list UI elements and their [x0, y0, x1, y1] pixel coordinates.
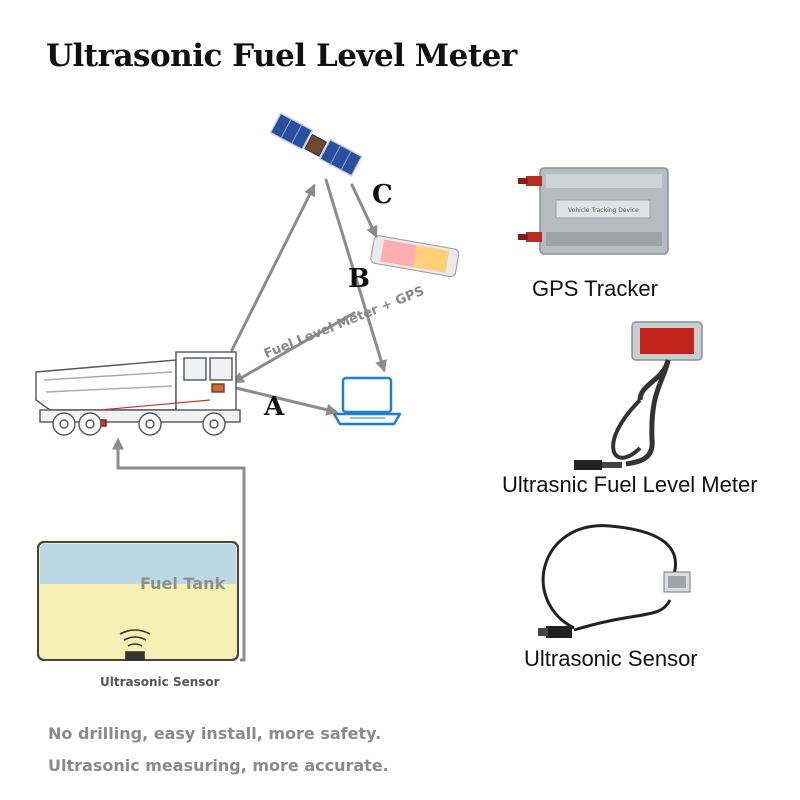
- gps-tracker-device-image: Vehicle Tracking Device: [518, 167, 669, 255]
- truck-to-laptop-arrow: [234, 386, 339, 416]
- tank-sensor-label: Ultrasonic Sensor: [100, 675, 220, 689]
- feature-line-2: Ultrasonic measuring, more accurate.: [48, 756, 389, 775]
- ultrasonic-wave-icon: [119, 629, 151, 661]
- fuel-tank: [37, 541, 239, 661]
- fuel-level-meter-label: Ultrasnic Fuel Level Meter: [502, 472, 758, 497]
- feature-line-1: No drilling, easy install, more safety.: [48, 724, 382, 743]
- dump-truck-icon: [35, 351, 241, 436]
- smartphone-icon: [370, 235, 460, 278]
- server-to-truck-arrow: [231, 311, 356, 384]
- laptop-icon: [332, 376, 402, 426]
- satellite-icon: [269, 112, 363, 177]
- ultrasonic-sensor-label: Ultrasonic Sensor: [524, 646, 698, 671]
- tracker-plate-text: Vehicle Tracking Device: [568, 207, 639, 214]
- gps-tracker-label: GPS Tracker: [532, 276, 658, 301]
- fuel-tank-label: Fuel Tank: [140, 574, 226, 593]
- sensor-cable-line: [112, 437, 246, 662]
- ultrasonic-sensor-device-image: [538, 524, 691, 638]
- arrow-label-b: B: [348, 264, 370, 294]
- truck-to-satellite-arrow: [230, 183, 316, 352]
- arrow-label-a: A: [264, 392, 285, 422]
- page-title: Ultrasonic Fuel Level Meter: [46, 38, 517, 74]
- satellite-to-phone-arrow: [350, 183, 378, 239]
- satellite-to-laptop-arrow: [324, 178, 387, 373]
- fuel-level-meter-device-image: [574, 321, 703, 470]
- signal-arrows: [230, 178, 387, 416]
- arrow-label-c: C: [372, 180, 393, 210]
